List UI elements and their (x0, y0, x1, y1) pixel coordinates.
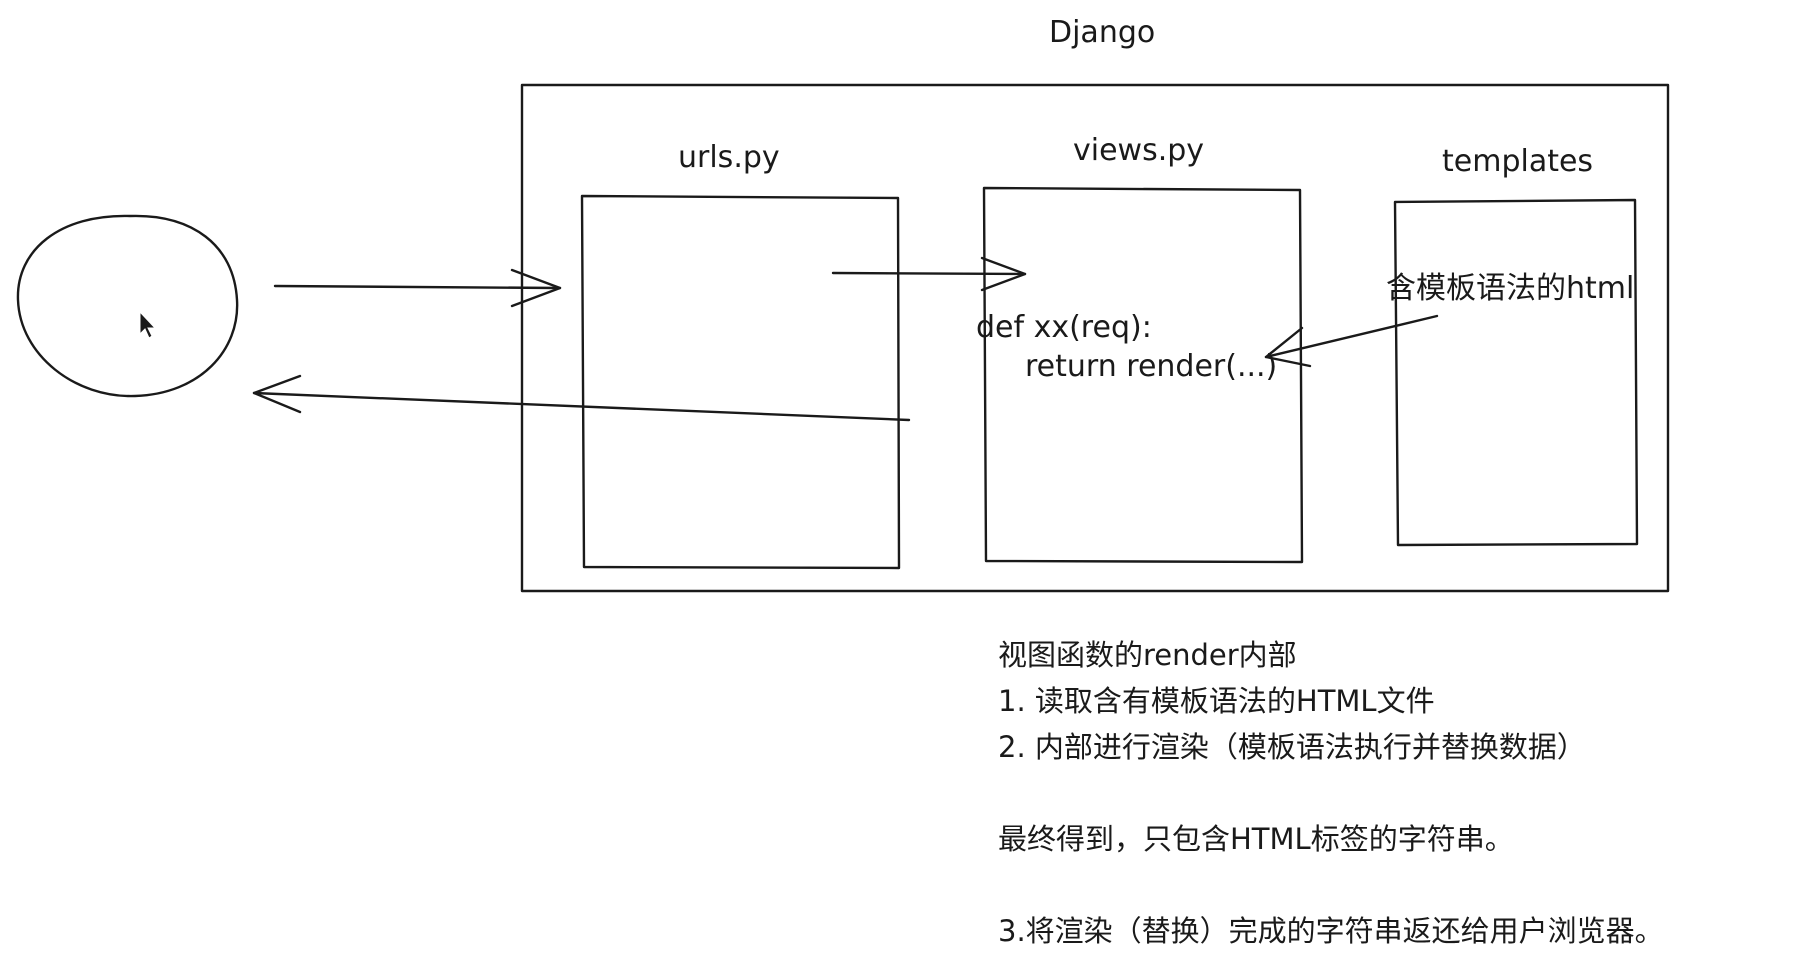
notes-spacer (998, 862, 1664, 908)
views-code-line2: return render(...) (1025, 349, 1278, 384)
render-notes: 视图函数的render内部 1. 读取含有模板语法的HTML文件 2. 内部进行… (998, 632, 1664, 954)
notes-spacer (998, 770, 1664, 816)
templates-box (1393, 198, 1639, 547)
notes-step2: 2. 内部进行渲染（模板语法执行并替换数据） (998, 730, 1586, 764)
notes-step1: 1. 读取含有模板语法的HTML文件 (998, 684, 1435, 718)
views-label: views.py (1073, 133, 1205, 168)
browser-circle (16, 214, 239, 398)
request-arrow (273, 268, 562, 308)
response-arrow (252, 374, 911, 422)
views-code-line1: def xx(req): (976, 310, 1152, 345)
notes-result: 最终得到，只包含HTML标签的字符串。 (998, 822, 1514, 856)
notes-heading: 视图函数的render内部 (998, 638, 1297, 672)
template-arrow (1264, 314, 1439, 368)
django-container (520, 83, 1670, 593)
urls-label: urls.py (678, 140, 780, 175)
django-title: Django (1049, 15, 1156, 50)
templates-label: templates (1442, 144, 1594, 179)
views-box (982, 186, 1304, 564)
cursor-icon (139, 310, 157, 339)
templates-html-text: 含模板语法的html (1386, 271, 1635, 306)
dispatch-arrow (831, 256, 1027, 292)
notes-step3: 3.将渲染（替换）完成的字符串返还给用户浏览器。 (998, 914, 1664, 948)
urls-box (580, 194, 901, 570)
